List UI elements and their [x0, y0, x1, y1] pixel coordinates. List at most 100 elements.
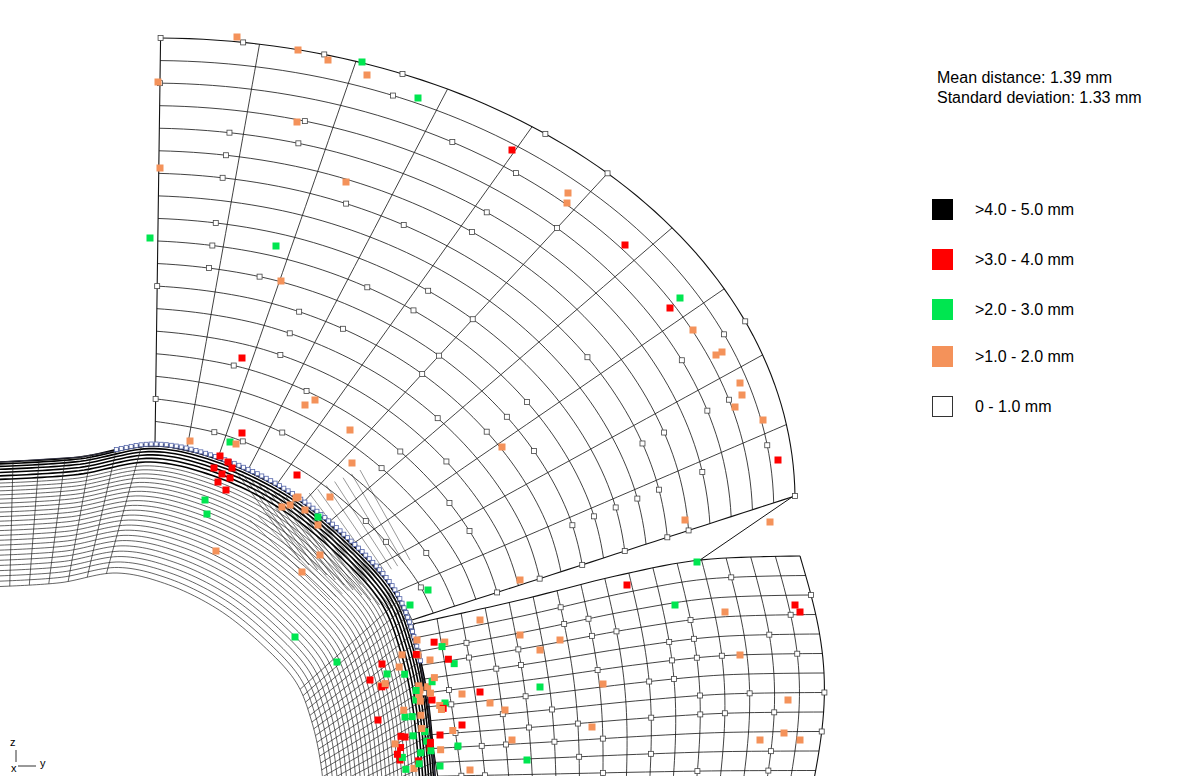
deviation-point: [517, 632, 524, 639]
deviation-point: [550, 707, 555, 712]
deviation-point: [220, 175, 225, 180]
mesh-line: [352, 474, 404, 563]
deviation-point: [257, 274, 262, 279]
legend-swatch: [932, 249, 953, 270]
deviation-point: [420, 371, 425, 376]
deviation-point: [467, 655, 472, 660]
deviation-point: [407, 602, 414, 609]
deviation-point: [726, 397, 731, 402]
deviation-point: [139, 443, 143, 447]
deviation-point: [622, 242, 629, 249]
deviation-point: [719, 349, 726, 356]
deviation-point: [464, 640, 469, 645]
deviation-point: [199, 450, 203, 454]
deviation-point: [431, 674, 438, 681]
summary-statistic: Mean distance: 1.39 mm: [937, 69, 1112, 87]
mesh-line: [306, 616, 408, 702]
deviation-point: [503, 742, 508, 747]
mesh-line: [751, 557, 775, 776]
legend-entry: >4.0 - 5.0 mm: [932, 199, 1074, 220]
mesh-line: [335, 482, 392, 570]
deviation-point: [206, 266, 211, 271]
mesh-line: [277, 127, 532, 484]
deviation-point: [240, 439, 245, 444]
deviation-point: [211, 465, 218, 472]
mesh-line: [322, 716, 429, 776]
mesh-line: [160, 61, 773, 503]
mesh-line: [155, 38, 161, 444]
deviation-point: [504, 414, 509, 419]
deviation-point: [437, 763, 444, 770]
deviation-point: [343, 179, 350, 186]
deviation-point: [292, 634, 299, 641]
mesh-line: [0, 567, 332, 776]
deviation-point: [509, 147, 516, 154]
deviation-point: [164, 443, 168, 447]
deviation-point: [334, 659, 341, 666]
deviation-point: [401, 223, 406, 228]
deviation-point: [781, 730, 788, 737]
deviation-point: [307, 503, 311, 507]
deviation-point: [224, 153, 229, 158]
deviation-point: [438, 706, 445, 713]
axis-line: [16, 750, 36, 766]
deviation-point: [384, 539, 389, 544]
mesh-line: [324, 734, 432, 776]
deviation-point: [404, 610, 408, 614]
deviation-point: [495, 590, 500, 595]
deviation-point: [797, 609, 804, 616]
deviation-point: [450, 140, 455, 145]
mesh-line: [49, 458, 65, 583]
deviation-point: [499, 444, 506, 451]
deviation-point: [246, 467, 250, 471]
mesh-line: [605, 578, 627, 776]
deviation-point: [525, 399, 530, 404]
mesh-line: [309, 493, 373, 578]
mesh-line: [106, 445, 141, 574]
deviation-point: [517, 577, 524, 584]
deviation-point: [315, 522, 322, 529]
deviation-point: [672, 602, 679, 609]
deviation-point: [231, 363, 236, 368]
deviation-point: [477, 617, 484, 624]
deviation-point: [766, 768, 771, 773]
deviation-point: [189, 447, 193, 451]
deviation-point: [444, 459, 449, 464]
mesh-line: [159, 173, 668, 537]
deviation-point: [426, 288, 431, 293]
mesh-line: [431, 712, 824, 735]
deviation-point: [323, 516, 327, 520]
mesh-line: [322, 707, 429, 770]
mesh-line: [0, 505, 384, 776]
deviation-point: [134, 444, 138, 448]
deviation-point: [635, 496, 640, 501]
deviation-point: [315, 509, 319, 513]
legend-swatch: [932, 396, 953, 417]
deviation-point: [437, 732, 444, 739]
mesh-line: [267, 512, 342, 594]
deviation-point: [202, 497, 209, 504]
deviation-point: [325, 57, 332, 64]
axis-triad: [16, 750, 36, 766]
deviation-point: [401, 671, 408, 678]
mesh-line: [413, 624, 440, 776]
deviation-point: [413, 651, 420, 658]
mesh-line: [418, 595, 812, 652]
mesh-line: [485, 608, 510, 776]
deviation-point: [455, 743, 462, 750]
deviation-point: [459, 691, 466, 698]
deviation-point: [399, 651, 406, 658]
deviation-point: [363, 519, 368, 524]
deviation-point: [251, 469, 255, 473]
deviation-point: [562, 621, 567, 626]
deviation-point: [287, 331, 292, 336]
deviation-point: [785, 697, 792, 704]
helper-path: [413, 556, 800, 624]
mesh-line: [420, 615, 816, 666]
deviation-point: [234, 34, 241, 41]
deviation-point: [129, 444, 133, 448]
deviation-point: [671, 676, 676, 681]
deviation-point: [384, 670, 391, 677]
legend-label: 0 - 1.0 mm: [975, 398, 1051, 416]
